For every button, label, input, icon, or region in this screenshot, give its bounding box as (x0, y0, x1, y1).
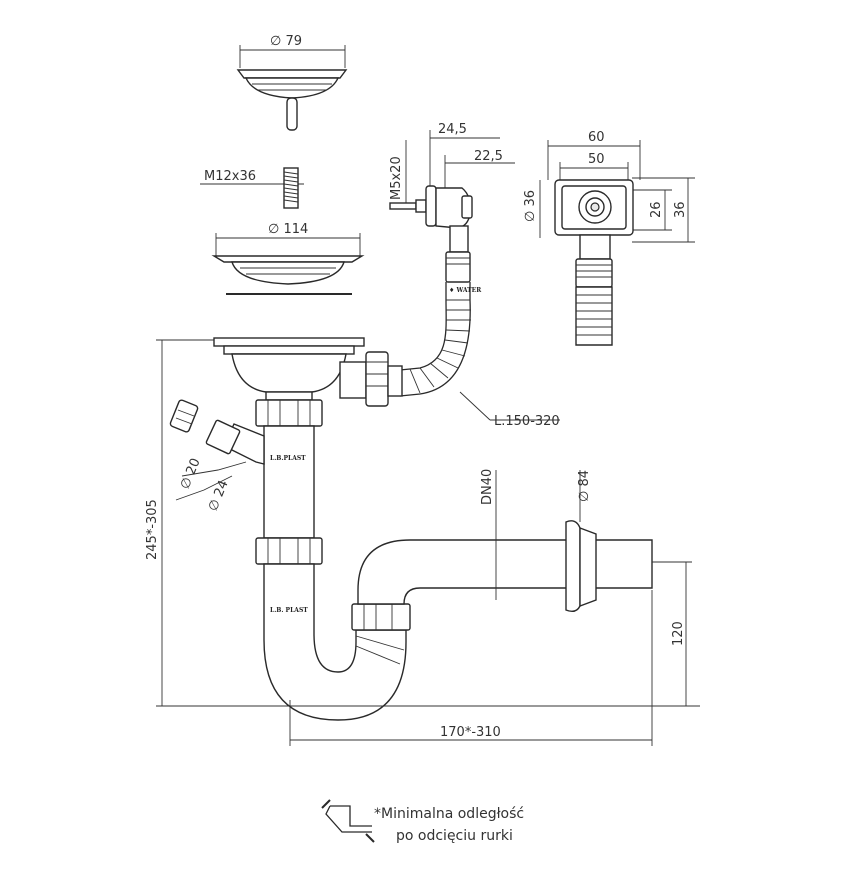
dim-screw: M12x36 (204, 169, 256, 184)
dim-wall-flange: ∅ 84 (577, 470, 592, 502)
hacksaw-icon (321, 799, 375, 843)
footnote-line2: po odcięciu rurki (396, 828, 513, 844)
dim-overflow-height-left: ∅ 36 (523, 190, 538, 222)
tailpiece-label: L.B.PLAST (270, 455, 306, 462)
dim-hose-length: L.150-320 (494, 414, 560, 429)
overflow-head-side (389, 130, 515, 283)
dim-strainer-top: ∅ 79 (270, 34, 302, 49)
sink-drain-assembly (213, 337, 403, 427)
dim-side-inlet-24: ∅ 24 (206, 478, 232, 513)
trap-label: L.B. PLAST (270, 607, 308, 614)
dimension-lines (156, 339, 700, 746)
dim-side-inlet-20: ∅ 20 (178, 456, 204, 491)
dim-outlet-height: 120 (671, 621, 686, 646)
dim-total-height: 245*-305 (145, 499, 160, 560)
dim-overflow-screw: M5x20 (389, 156, 404, 200)
hose-label: ♦ WATER (449, 287, 482, 294)
footnote-line1: *Minimalna odległość (374, 806, 524, 822)
dim-overflow-depth-b: 22,5 (474, 149, 503, 164)
dim-overflow-height-right: 36 (673, 201, 688, 218)
dim-strainer: ∅ 114 (268, 222, 308, 237)
overflow-hose (399, 282, 560, 421)
tailpiece (169, 399, 323, 565)
dim-overflow-width-outer: 60 (588, 130, 605, 145)
strainer-basket (236, 45, 348, 131)
dim-outlet: DN40 (480, 469, 495, 505)
overflow-head-front (539, 140, 695, 346)
dim-total-width: 170*-310 (440, 725, 501, 740)
dim-overflow-height-inner: 26 (649, 201, 664, 218)
dim-overflow-depth-a: 24,5 (438, 122, 467, 137)
strainer-body (211, 233, 365, 295)
wall-flange (565, 520, 597, 613)
center-screw (200, 167, 304, 209)
dim-overflow-width-inner: 50 (588, 152, 605, 167)
